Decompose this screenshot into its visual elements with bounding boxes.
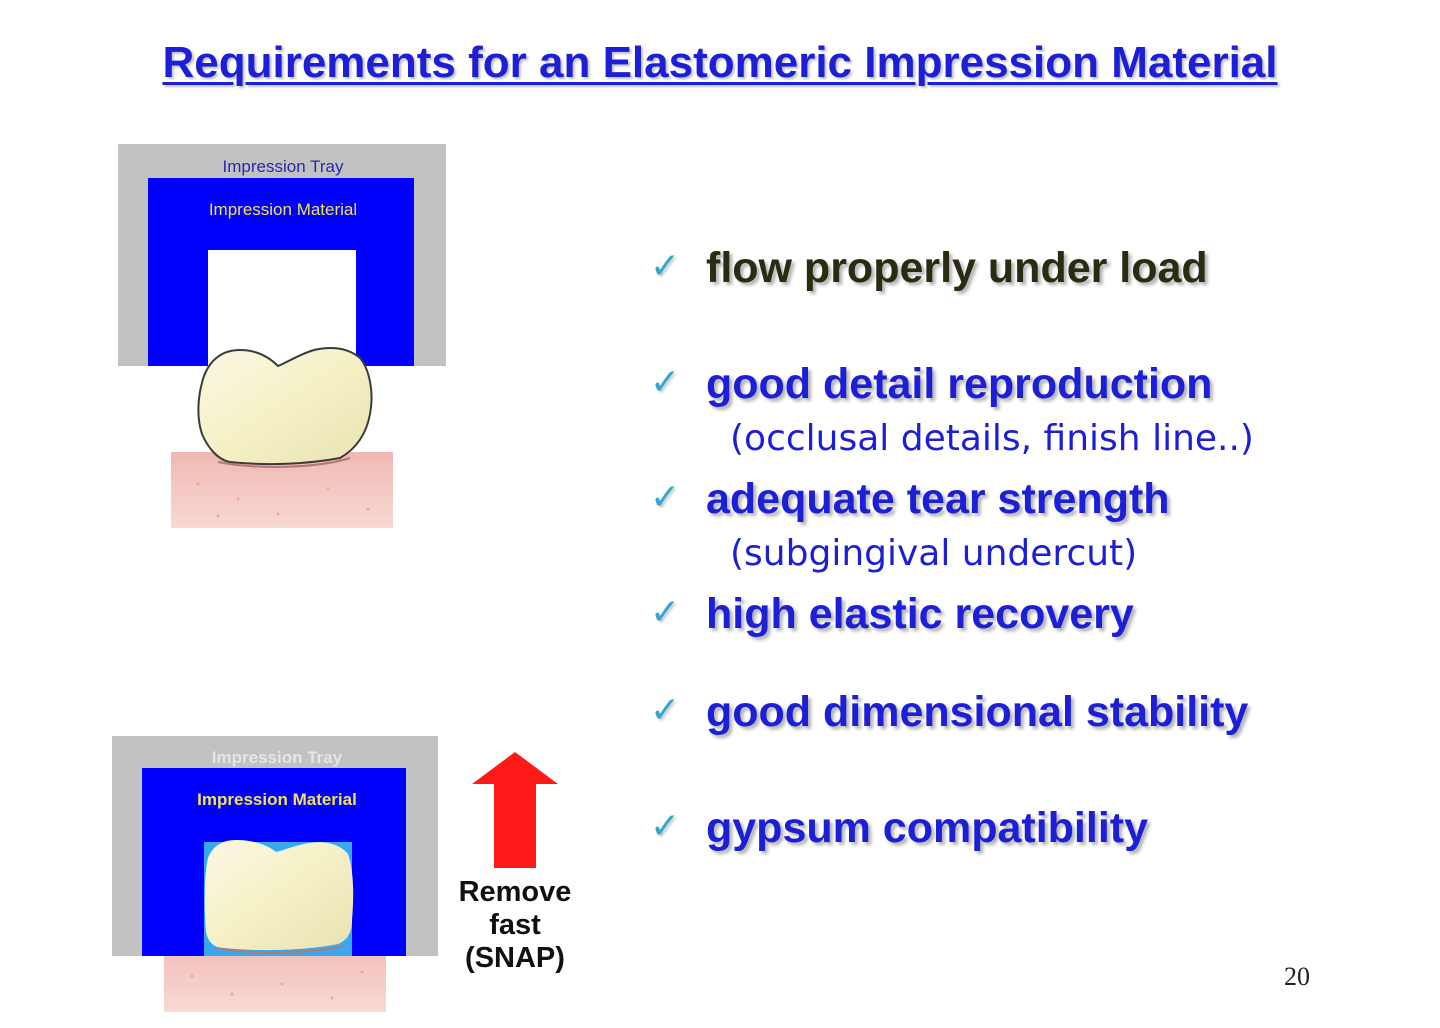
tooth-crown	[204, 840, 354, 951]
figure-tray-seated: Impression Tray Impression Material	[118, 144, 448, 529]
tray-label: Impression Tray	[211, 748, 343, 767]
check-mark-icon: ✓	[650, 362, 681, 403]
requirement-label: adequate tear strength	[706, 475, 1170, 523]
slide-title: Requirements for an Elastomeric Impressi…	[162, 38, 1278, 87]
check-mark-icon: ✓	[650, 592, 681, 633]
tray-label: Impression Tray	[222, 157, 344, 176]
check-mark-icon: ✓	[650, 806, 681, 847]
material-label: Impression Material	[208, 200, 358, 219]
requirement-label: high elastic recovery	[706, 590, 1134, 638]
remove-line-2: fast	[489, 909, 541, 941]
tooth-crown	[197, 347, 373, 466]
requirement-label: good dimensional stability	[706, 688, 1249, 736]
check-mark-icon: ✓	[650, 477, 681, 518]
tray-seated-diagram	[118, 144, 446, 528]
tray-removal-diagram	[112, 736, 438, 1012]
check-mark-icon: ✓	[650, 246, 681, 287]
figure-tray-removal: Impression Tray Impression Material	[112, 736, 442, 1014]
remove-fast-caption: Remove fast (SNAP)	[440, 876, 590, 975]
material-cavity	[208, 250, 356, 366]
requirement-label: flow properly under load	[706, 244, 1208, 292]
remove-line-3: (SNAP)	[465, 942, 565, 974]
page-number: 20	[1284, 962, 1310, 991]
requirement-label: good detail reproduction	[706, 360, 1213, 408]
requirement-label: gypsum compatibility	[706, 804, 1149, 852]
arrow-up-icon	[470, 750, 560, 870]
material-label: Impression Material	[197, 790, 357, 809]
requirement-note: (occlusal details, finish line..)	[730, 418, 1254, 459]
remove-line-1: Remove	[458, 876, 572, 908]
check-mark-icon: ✓	[650, 690, 681, 731]
requirement-note: (subgingival undercut)	[730, 533, 1138, 574]
